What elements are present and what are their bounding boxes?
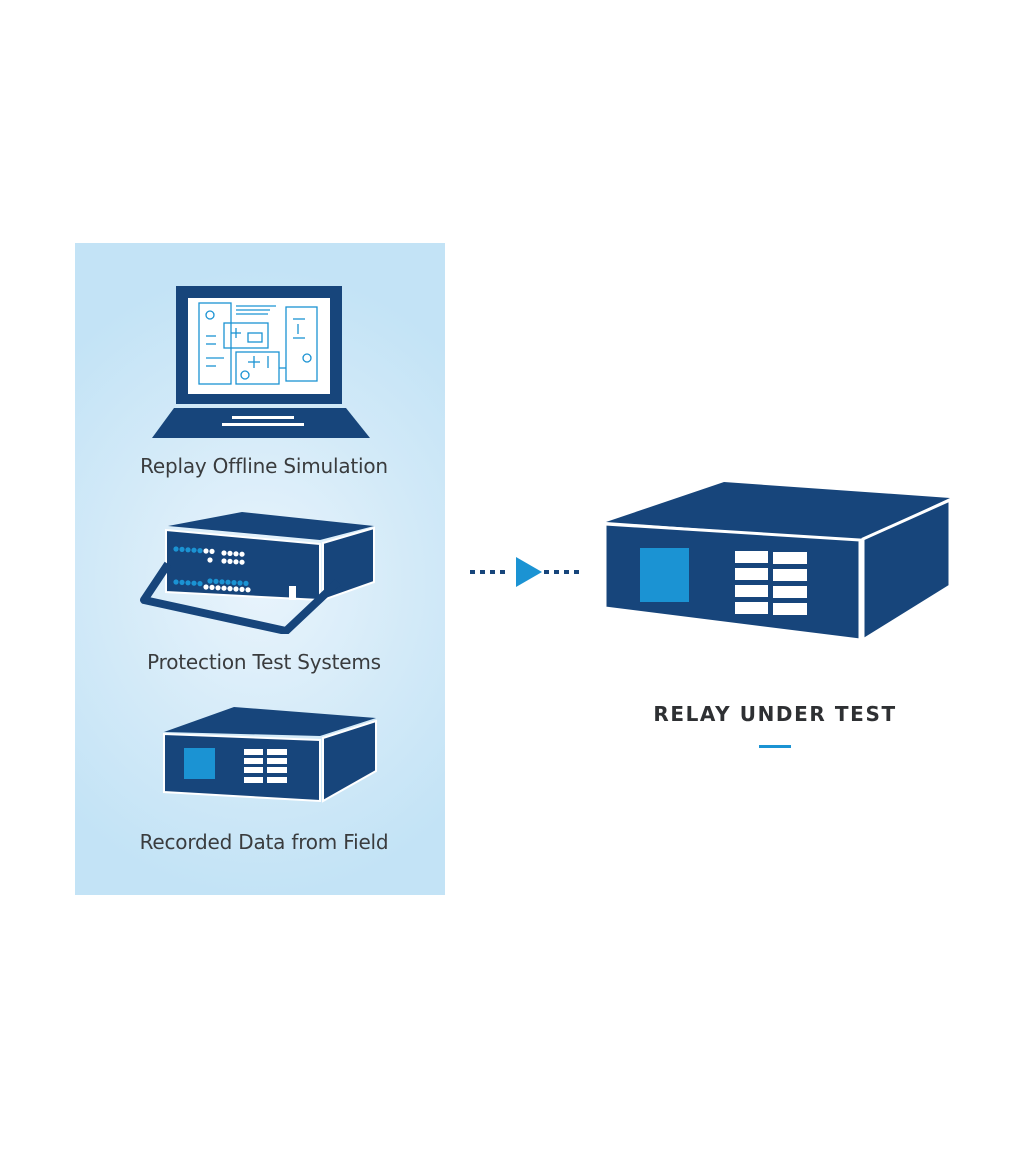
relay-icon [603, 482, 952, 643]
source-label-recorded-data: Recorded Data from Field [139, 830, 389, 854]
source-label-test-systems: Protection Test Systems [147, 650, 381, 674]
source-label-simulation: Replay Offline Simulation [140, 454, 388, 478]
test-set-icon [140, 512, 375, 634]
arrow-right-icon [470, 557, 579, 587]
relay-title-underline [759, 745, 791, 748]
relay-title: RELAY UNDER TEST [653, 702, 897, 726]
laptop-icon [152, 286, 370, 438]
recorder-icon [163, 707, 377, 803]
